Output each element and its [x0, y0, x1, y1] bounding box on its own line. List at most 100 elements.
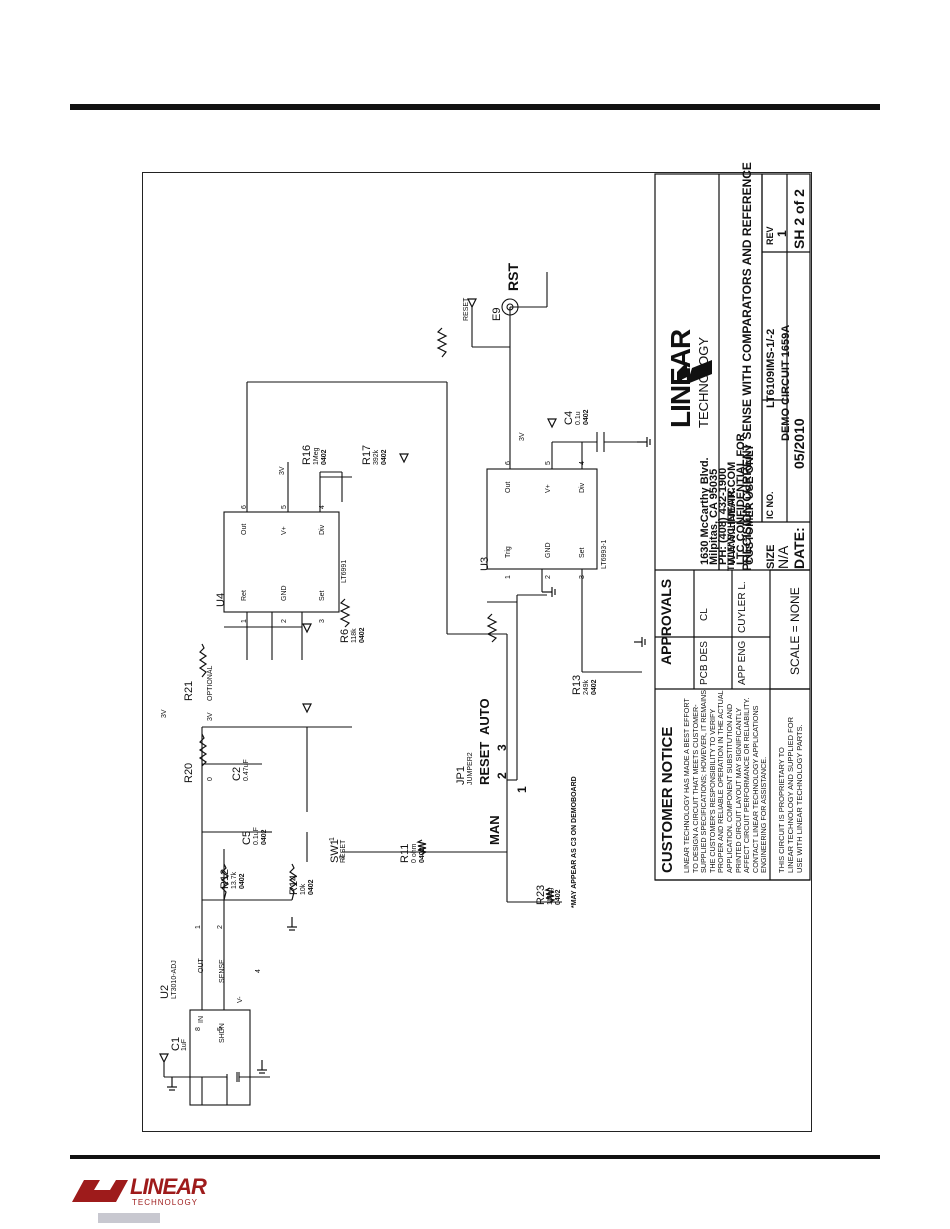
- notice-line: ENGINEERING FOR ASSISTANCE.: [759, 756, 769, 873]
- r16-val: 1Meg: [313, 447, 320, 465]
- icno-value: LT6109IMS-1/-2: [765, 328, 777, 408]
- u3-pin-2: 2: [545, 575, 552, 579]
- r21-val: OPTIONAL: [207, 665, 214, 701]
- u4-part: LT6991: [341, 559, 348, 583]
- scale: SCALE = NONE: [788, 587, 802, 675]
- u4-pin-ret: Ret: [241, 590, 248, 601]
- rev-value: 1: [775, 230, 789, 237]
- u3-pin-5: 5: [545, 461, 552, 465]
- lt-logo-icon: [72, 1180, 128, 1202]
- sw1-pin-2: 2: [339, 855, 346, 859]
- proprietary-line: THIS CIRCUIT IS PROPRIETARY TO: [777, 747, 786, 873]
- u4-pin-gnd: GND: [281, 585, 288, 601]
- schematic-frame: 1630 McCarthy Blvd. Milpitas, CA 95035 P…: [142, 162, 812, 1132]
- logo-technology-text: TECHNOLOGY: [696, 336, 711, 428]
- rail-label-2: 3V: [207, 712, 214, 721]
- u3-pin-1: 1: [505, 575, 512, 579]
- jp1-pin-1: 1: [515, 786, 529, 793]
- r23-pkg: 0402: [555, 889, 562, 905]
- r11-val: 0 ohm: [411, 843, 418, 863]
- pcb-des-label: PCB DES: [699, 641, 710, 685]
- u2-pin-2: 2: [217, 925, 224, 929]
- u3-ref: U3: [479, 556, 491, 571]
- r6-pkg: 0402: [359, 627, 366, 643]
- u2-pin-sense: SENSE: [219, 959, 226, 983]
- r11-ref: R11: [399, 843, 411, 863]
- u4-ref: U4: [215, 592, 227, 607]
- c3-note: *MAY APPEAR AS C3 ON DEMOBOARD: [571, 776, 578, 908]
- u2-pin-in: IN: [198, 1016, 205, 1023]
- date-value: 05/2010: [791, 418, 807, 469]
- u4-pin-6: 6: [241, 505, 248, 509]
- u2-ref: U2: [159, 984, 171, 999]
- u2-pin-vm: V-: [237, 996, 244, 1003]
- schematic: [158, 172, 811, 1106]
- jp1-ref: JP1: [455, 766, 467, 785]
- proprietary-line: USE WITH LINEAR TECHNOLOGY PARTS.: [795, 724, 804, 873]
- c4-val: 0.1u: [575, 411, 582, 425]
- rail-label-3: 3V: [279, 466, 286, 475]
- u4-pin-3: 3: [319, 619, 326, 623]
- c2-val: 0.47uF: [243, 759, 250, 781]
- r13-pkg: 0402: [591, 679, 598, 695]
- u3-pin-div: Div: [579, 482, 586, 493]
- jp1-man: MAN: [487, 815, 502, 845]
- u2-pin-8: 8: [195, 1027, 202, 1031]
- app-eng-label: APP ENG: [737, 640, 748, 685]
- r17-ref: R17: [361, 444, 373, 465]
- c4-ref: C4: [563, 410, 575, 425]
- u3-pin-out: Out: [505, 481, 512, 493]
- sw1-name: RESET: [340, 839, 347, 863]
- r23-val: 1Meg: [547, 887, 554, 905]
- jp1-pin-3: 3: [495, 744, 509, 751]
- r14-val: 10k: [300, 883, 307, 895]
- u3-pin-3: 3: [579, 575, 586, 579]
- u3-pin-gnd: GND: [545, 542, 552, 558]
- u3-pin-set: Set: [579, 547, 586, 558]
- r13-val: 249k: [583, 679, 590, 695]
- approvals-heading: APPROVALS: [658, 578, 674, 665]
- c4-pkg: 0402: [583, 409, 590, 425]
- icno-label: IC NO.: [765, 491, 775, 519]
- r12-pkg: 0402: [239, 873, 246, 889]
- c5-val: 0.1uF: [253, 827, 260, 845]
- u2-pin-1: 1: [195, 925, 202, 929]
- jp1-name: JUMPER2: [467, 752, 474, 785]
- date-label: DATE:: [791, 527, 807, 569]
- r14-ref: R14: [288, 874, 300, 895]
- notice-body: LINEAR TECHNOLOGY HAS MADE A BEST EFFORT…: [682, 690, 769, 873]
- sheet-number: SH 2 of 2: [791, 189, 807, 249]
- u2-part: LT3010-ADJ: [171, 960, 178, 999]
- jp1-pin-2: 2: [495, 772, 509, 779]
- u2-pin-5: 5: [217, 1027, 224, 1031]
- schematic-title: PRECISION CURRENT SENSE WITH COMPARATORS…: [740, 162, 754, 571]
- rst-label: RST: [505, 263, 521, 291]
- rev-label: REV: [765, 226, 775, 245]
- r13-ref: R13: [571, 674, 583, 695]
- proprietary-line: LINEAR TECHNOLOGY AND SUPPLIED FOR: [786, 716, 795, 873]
- footer-linear: LINEAR: [130, 1174, 207, 1199]
- u4-pin-1: 1: [241, 619, 248, 623]
- title-label: TITLE: SCHEMATIC: [726, 487, 736, 571]
- r23-ref: R23: [535, 884, 547, 905]
- u4-pin-vp: V+: [281, 526, 288, 535]
- u4-pin-out: Out: [241, 523, 248, 535]
- footer-technology: TECHNOLOGY: [132, 1198, 199, 1207]
- notice-heading: CUSTOMER NOTICE: [659, 726, 676, 873]
- r12-val: 13.7k: [231, 871, 238, 889]
- e9-net: RESET: [463, 297, 470, 321]
- rail-label-1: 3V: [161, 709, 168, 718]
- u4-pin-5: 5: [281, 505, 288, 509]
- r11-pkg: 0402: [419, 847, 426, 863]
- footer-rule: [70, 1155, 880, 1159]
- r21-ref: R21: [183, 680, 195, 701]
- rail-label-4: 3V: [519, 432, 526, 441]
- u3-pin-6: 6: [505, 461, 512, 465]
- linear-logo-mark: [676, 359, 712, 384]
- c2-ref: C2: [231, 766, 243, 781]
- r17-pkg: 0402: [381, 449, 388, 465]
- u3-pin-4: 4: [579, 461, 586, 465]
- u2-pin-4: 4: [255, 969, 262, 973]
- r16-ref: R16: [301, 444, 313, 465]
- e9-ref: E9: [491, 307, 503, 321]
